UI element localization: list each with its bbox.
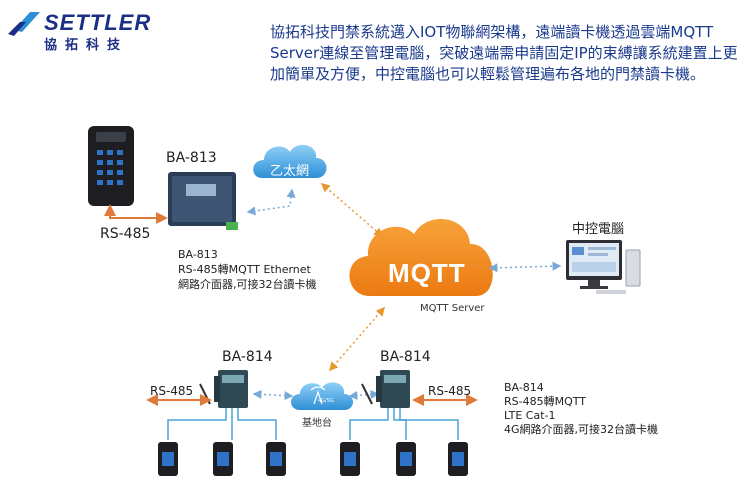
mqtt-cloud <box>349 219 493 296</box>
reader-cables-right <box>349 408 459 440</box>
tower-icon <box>310 386 326 405</box>
mqtt-server-caption: MQTT Server <box>420 303 485 314</box>
link-ethernet-mqtt <box>320 183 384 237</box>
rs485-link-top <box>104 204 168 224</box>
link-mqtt-pc <box>488 261 562 273</box>
ba814-right-device <box>361 370 410 408</box>
ba814-rs485-right: RS-485 <box>428 384 472 398</box>
ba814-left-device <box>199 370 248 408</box>
logo-subtitle: 協拓科技 <box>44 38 129 53</box>
link-ba813-ethernet <box>246 188 296 216</box>
logo-brand: SETTLER <box>44 10 152 35</box>
base-station-label: 基地台 <box>302 418 332 429</box>
central-pc-label: 中控電腦 <box>572 222 625 237</box>
ba814-left-title: BA-814 <box>222 349 273 365</box>
ba814-desc-1: BA-814 <box>504 381 544 394</box>
logo-icon <box>8 12 40 36</box>
base-station-badge: 4G/5G <box>318 398 334 404</box>
link-mqtt-base <box>329 306 385 372</box>
ethernet-cloud-label: 乙太網 <box>270 164 310 179</box>
ba813-title: BA-813 <box>166 150 217 166</box>
link-ba814-right-base <box>348 390 380 400</box>
ba813-device <box>168 172 238 230</box>
ethernet-cloud <box>253 144 327 178</box>
ba814-desc-4: 4G網路介面器,可接32台讀卡機 <box>504 423 659 436</box>
ba814-desc-3: LTE Cat-1 <box>504 409 556 422</box>
keypad-reader <box>88 126 134 206</box>
ba814-right-title: BA-814 <box>380 349 431 365</box>
mqtt-cloud-label: MQTT <box>388 258 466 288</box>
intro-paragraph: 協拓科技門禁系統邁入IOT物聯網架構，遠端讀卡機透過雲端MQTT Server連… <box>270 23 738 83</box>
ba814-desc-2: RS-485轉MQTT <box>504 395 586 408</box>
ba813-rs485-label: RS-485 <box>100 226 151 242</box>
monitor-icon <box>566 240 641 294</box>
base-station-cloud <box>291 382 353 410</box>
ba813-desc-1: BA-813 <box>178 248 218 261</box>
ba814-rs485-left: RS-485 <box>150 384 194 398</box>
reader-cables-left <box>167 408 277 440</box>
card-readers <box>158 442 468 476</box>
link-ba814-left-base <box>252 389 294 401</box>
ba813-desc-2: RS-485轉MQTT Ethernet <box>178 263 311 276</box>
ba813-desc-3: 網路介面器,可接32台讀卡機 <box>178 278 317 291</box>
